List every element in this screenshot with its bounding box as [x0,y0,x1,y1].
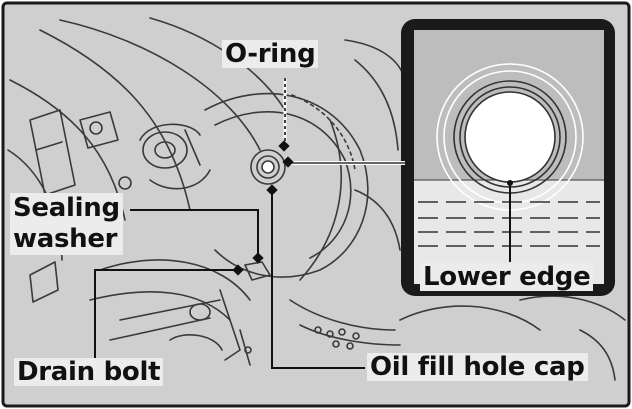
sealing-washer-label: Sealing washer [10,193,123,255]
lower-edge-label: Lower edge [420,263,594,291]
fill-hole [464,91,556,183]
leader-dots [232,140,294,276]
engine-line-art [7,17,626,381]
inset-detail [401,19,615,296]
sealing-washer-label-line2: washer [13,224,118,254]
leader-lines [94,78,405,369]
drain-bolt-label: Drain bolt [14,358,164,386]
sealing-washer-label-line1: Sealing [13,193,120,223]
oil-fill-hole-cap-label: Oil fill hole cap [367,353,588,381]
o-ring-label: O-ring [222,40,319,68]
